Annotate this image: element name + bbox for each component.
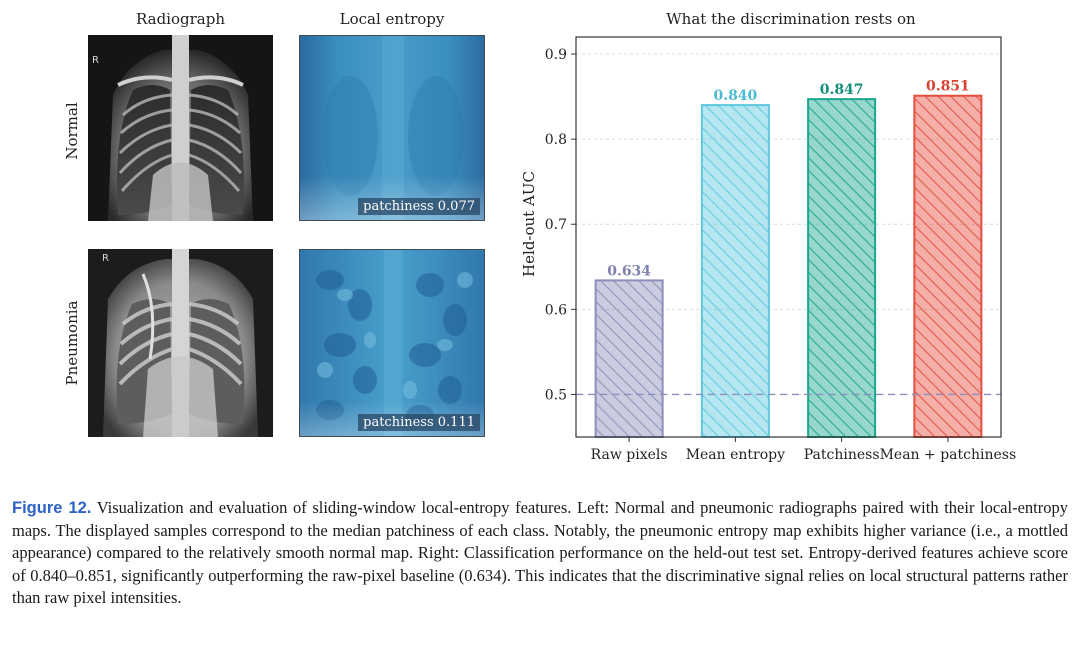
bar-raw-pixels bbox=[594, 279, 664, 439]
y-tick-label: 0.6 bbox=[545, 302, 567, 318]
column-title-radiograph: Radiograph bbox=[136, 10, 225, 28]
radiograph-marker: R bbox=[92, 55, 99, 66]
row-label-pneumonia: Pneumonia bbox=[63, 300, 81, 386]
radiograph-marker: R bbox=[102, 253, 109, 264]
row-label-normal: Normal bbox=[63, 102, 81, 160]
y-tick-label: 0.8 bbox=[545, 132, 567, 148]
normal-radiograph-image: R bbox=[88, 35, 273, 221]
bar-value-label: 0.851 bbox=[926, 79, 970, 95]
auc-bar-chart: What the discrimination rests on Held-ou… bbox=[520, 10, 1017, 463]
normal-entropy-map: patchiness 0.077 bbox=[299, 35, 485, 221]
figure-caption: Figure 12. Visualization and evaluation … bbox=[12, 497, 1068, 610]
x-tick-label: Patchiness bbox=[804, 447, 880, 463]
bar-mean-entropy bbox=[700, 104, 770, 438]
y-tick-label: 0.5 bbox=[545, 387, 567, 403]
chart-title: What the discrimination rests on bbox=[666, 10, 916, 28]
plot-frame bbox=[575, 36, 1002, 438]
bar-value-label: 0.840 bbox=[713, 88, 757, 104]
bar-mean-patchiness bbox=[913, 94, 983, 438]
caption-text: Visualization and evaluation of sliding-… bbox=[12, 498, 1068, 607]
y-tick-label: 0.9 bbox=[545, 47, 567, 63]
x-tick-label: Mean entropy bbox=[686, 447, 785, 463]
bar-value-label: 0.634 bbox=[607, 263, 651, 279]
pneumonia-patchiness-label: patchiness 0.111 bbox=[358, 414, 480, 431]
figure-label: Figure 12. bbox=[12, 499, 92, 517]
normal-patchiness-label: patchiness 0.077 bbox=[358, 198, 480, 215]
pneumonia-radiograph-image: R bbox=[88, 249, 273, 437]
column-title-local-entropy: Local entropy bbox=[339, 10, 445, 28]
pneumonia-entropy-map: patchiness 0.111 bbox=[299, 249, 485, 437]
y-axis-label: Held-out AUC bbox=[520, 171, 538, 277]
bar-value-label: 0.847 bbox=[820, 82, 864, 98]
x-tick-label: Raw pixels bbox=[591, 447, 668, 463]
x-tick-label: Mean + patchiness bbox=[880, 447, 1017, 463]
bar-patchiness bbox=[807, 98, 877, 439]
y-tick-label: 0.7 bbox=[545, 217, 567, 233]
